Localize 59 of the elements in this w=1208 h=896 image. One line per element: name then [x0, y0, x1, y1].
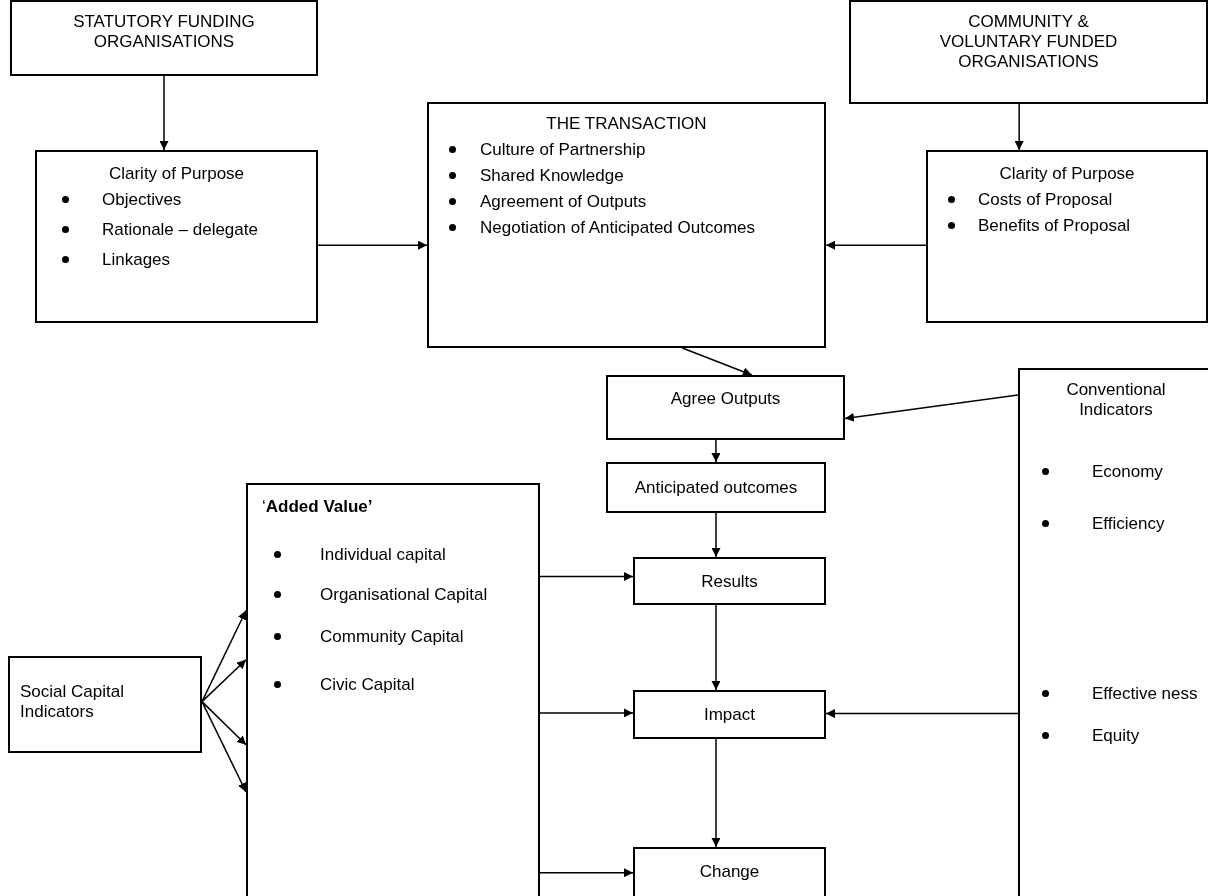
- process-box: [427, 102, 826, 348]
- box-heading: THE TRANSACTION: [545, 114, 708, 134]
- arrow: [825, 709, 1019, 719]
- arrow: [681, 347, 753, 376]
- arrow: [711, 512, 721, 558]
- process-box: [606, 375, 845, 440]
- box-heading: Agree Outputs: [669, 389, 782, 409]
- process-box: [633, 690, 826, 739]
- process-box: [633, 557, 826, 605]
- process-box: [246, 483, 540, 896]
- arrow: [201, 659, 247, 703]
- list-item: Organisational Capital: [262, 585, 535, 605]
- list-item: Shared Knowledge: [439, 166, 780, 186]
- arrow: [1014, 103, 1024, 151]
- process-box: [849, 0, 1208, 104]
- list-item: Objectives: [45, 190, 322, 210]
- list-item: Economy: [1024, 462, 1208, 482]
- list-item: Efficiency: [1024, 514, 1208, 534]
- box-heading: Clarity of Purpose: [107, 164, 246, 184]
- list-item: Effective ness: [1024, 684, 1208, 704]
- arrow: [844, 394, 1019, 422]
- box-heading: COMMUNITY & VOLUNTARY FUNDED ORGANISATIONS: [938, 12, 1119, 72]
- arrow: [317, 240, 428, 250]
- arrow: [201, 700, 247, 746]
- arrow: [539, 708, 634, 718]
- box-heading: Conventional Indicators: [1065, 380, 1167, 420]
- list-item: Community Capital: [262, 627, 535, 647]
- process-box: [926, 150, 1208, 323]
- box-heading: Social Capital Indicators: [20, 682, 125, 722]
- list-item: Equity: [1024, 726, 1208, 746]
- list-item: Linkages: [45, 250, 322, 270]
- arrow: [711, 604, 721, 691]
- box-heading: Change: [698, 862, 761, 882]
- box-heading: Anticipated outcomes: [633, 478, 799, 498]
- arrow: [711, 738, 721, 848]
- arrow: [825, 240, 927, 250]
- box-heading: Results: [700, 572, 759, 592]
- arrow: [711, 439, 721, 463]
- box-heading: ‘Added Value’: [262, 497, 374, 517]
- process-box: [8, 656, 202, 753]
- process-box: [606, 462, 826, 513]
- process-box: [10, 0, 318, 76]
- process-box: [1018, 368, 1208, 896]
- list-item: Negotiation of Anticipated Outcomes: [439, 218, 780, 238]
- list-item: Civic Capital: [262, 675, 535, 695]
- arrow: [159, 75, 169, 151]
- box-heading: STATUTORY FUNDING ORGANISATIONS: [72, 12, 256, 52]
- list-item: Rationale – delegate: [45, 220, 322, 240]
- arrow: [539, 868, 634, 878]
- list-item: Agreement of Outputs: [439, 192, 780, 212]
- box-heading: Impact: [703, 705, 756, 725]
- process-box: [633, 847, 826, 896]
- list-item: Benefits of Proposal: [936, 216, 1208, 236]
- process-box: [35, 150, 318, 323]
- box-heading: Clarity of Purpose: [998, 164, 1136, 184]
- arrow: [539, 572, 634, 581]
- list-item: Individual capital: [262, 545, 535, 565]
- list-item: Costs of Proposal: [936, 190, 1208, 210]
- list-item: Culture of Partnership: [439, 140, 780, 160]
